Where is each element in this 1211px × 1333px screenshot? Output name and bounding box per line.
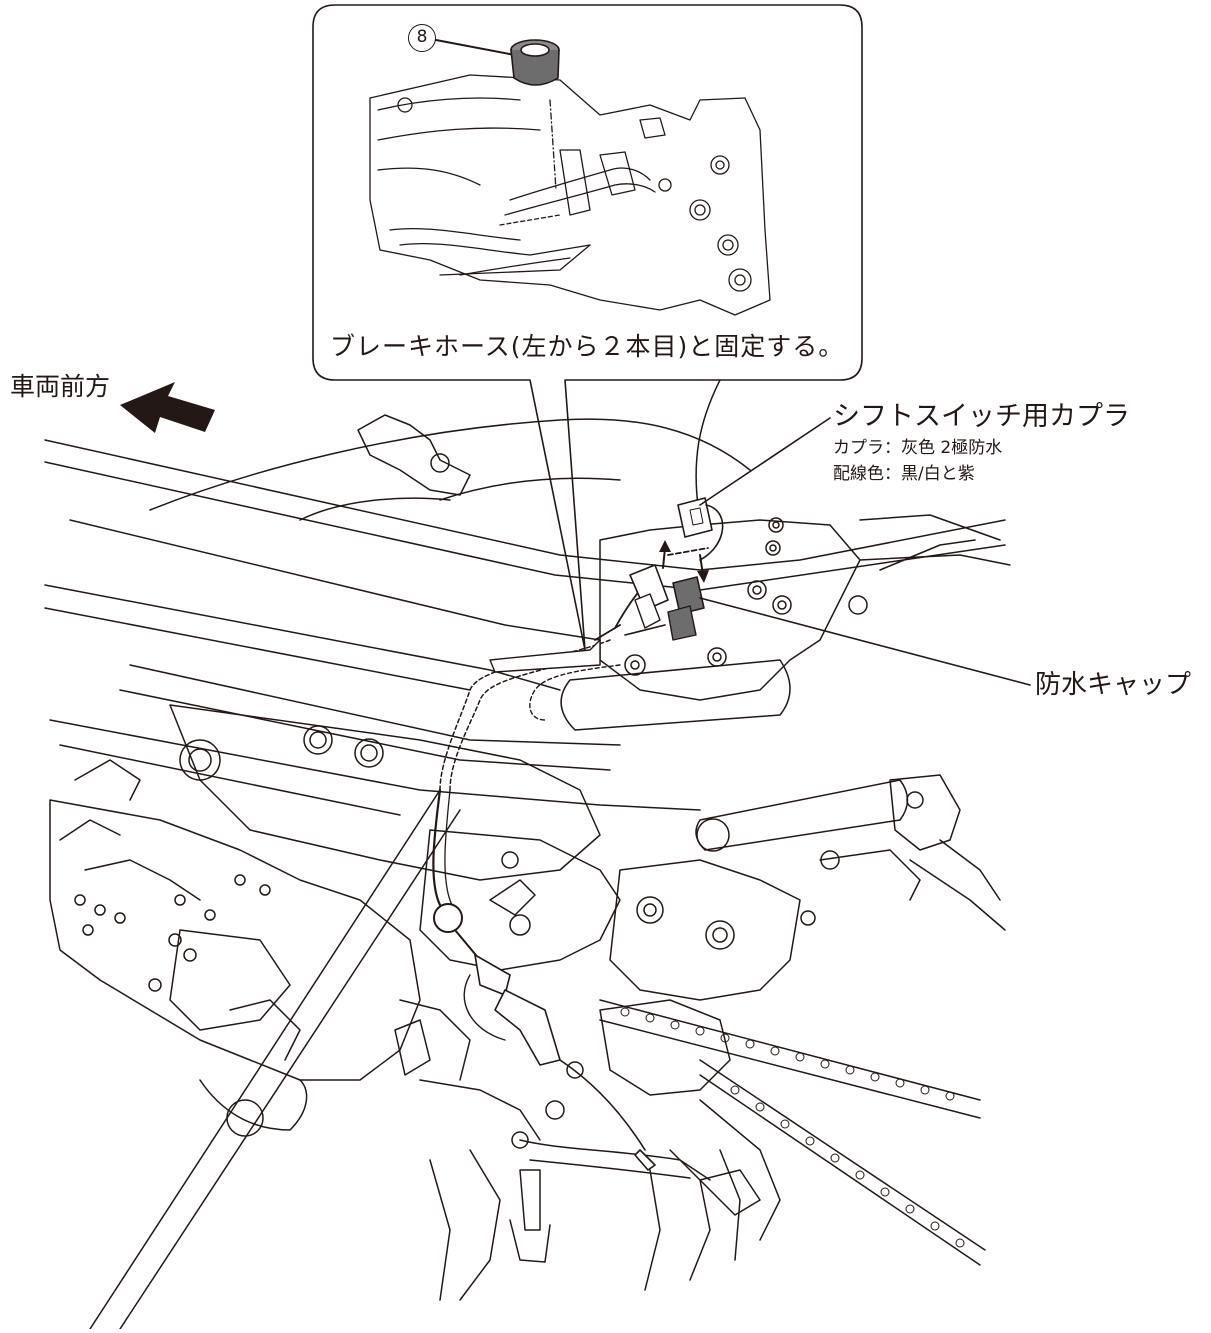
wire-color-text: 配線色：黒/白と紫 (833, 464, 975, 484)
detail-callout-box (312, 4, 863, 651)
part-number-circle-icon: 8 (408, 24, 436, 52)
front-direction-arrow-icon (120, 382, 215, 433)
main-frame-drawing (44, 379, 1011, 1330)
part-8-grommet (435, 39, 560, 86)
coupler-spec-text: カプラ：灰色 2極防水 (833, 438, 1003, 458)
wiring-harness (432, 417, 1031, 1171)
callout-instruction-text: ブレーキホース(左から２本目)と固定する。 (330, 332, 845, 361)
waterproof-cap-label: 防水キャップ (1035, 670, 1192, 700)
detail-inset-drawing (369, 74, 771, 316)
shift-switch-coupler-label: シフトスイッチ用カプラ (833, 401, 1130, 432)
vehicle-front-label: 車両前方 (10, 372, 111, 401)
